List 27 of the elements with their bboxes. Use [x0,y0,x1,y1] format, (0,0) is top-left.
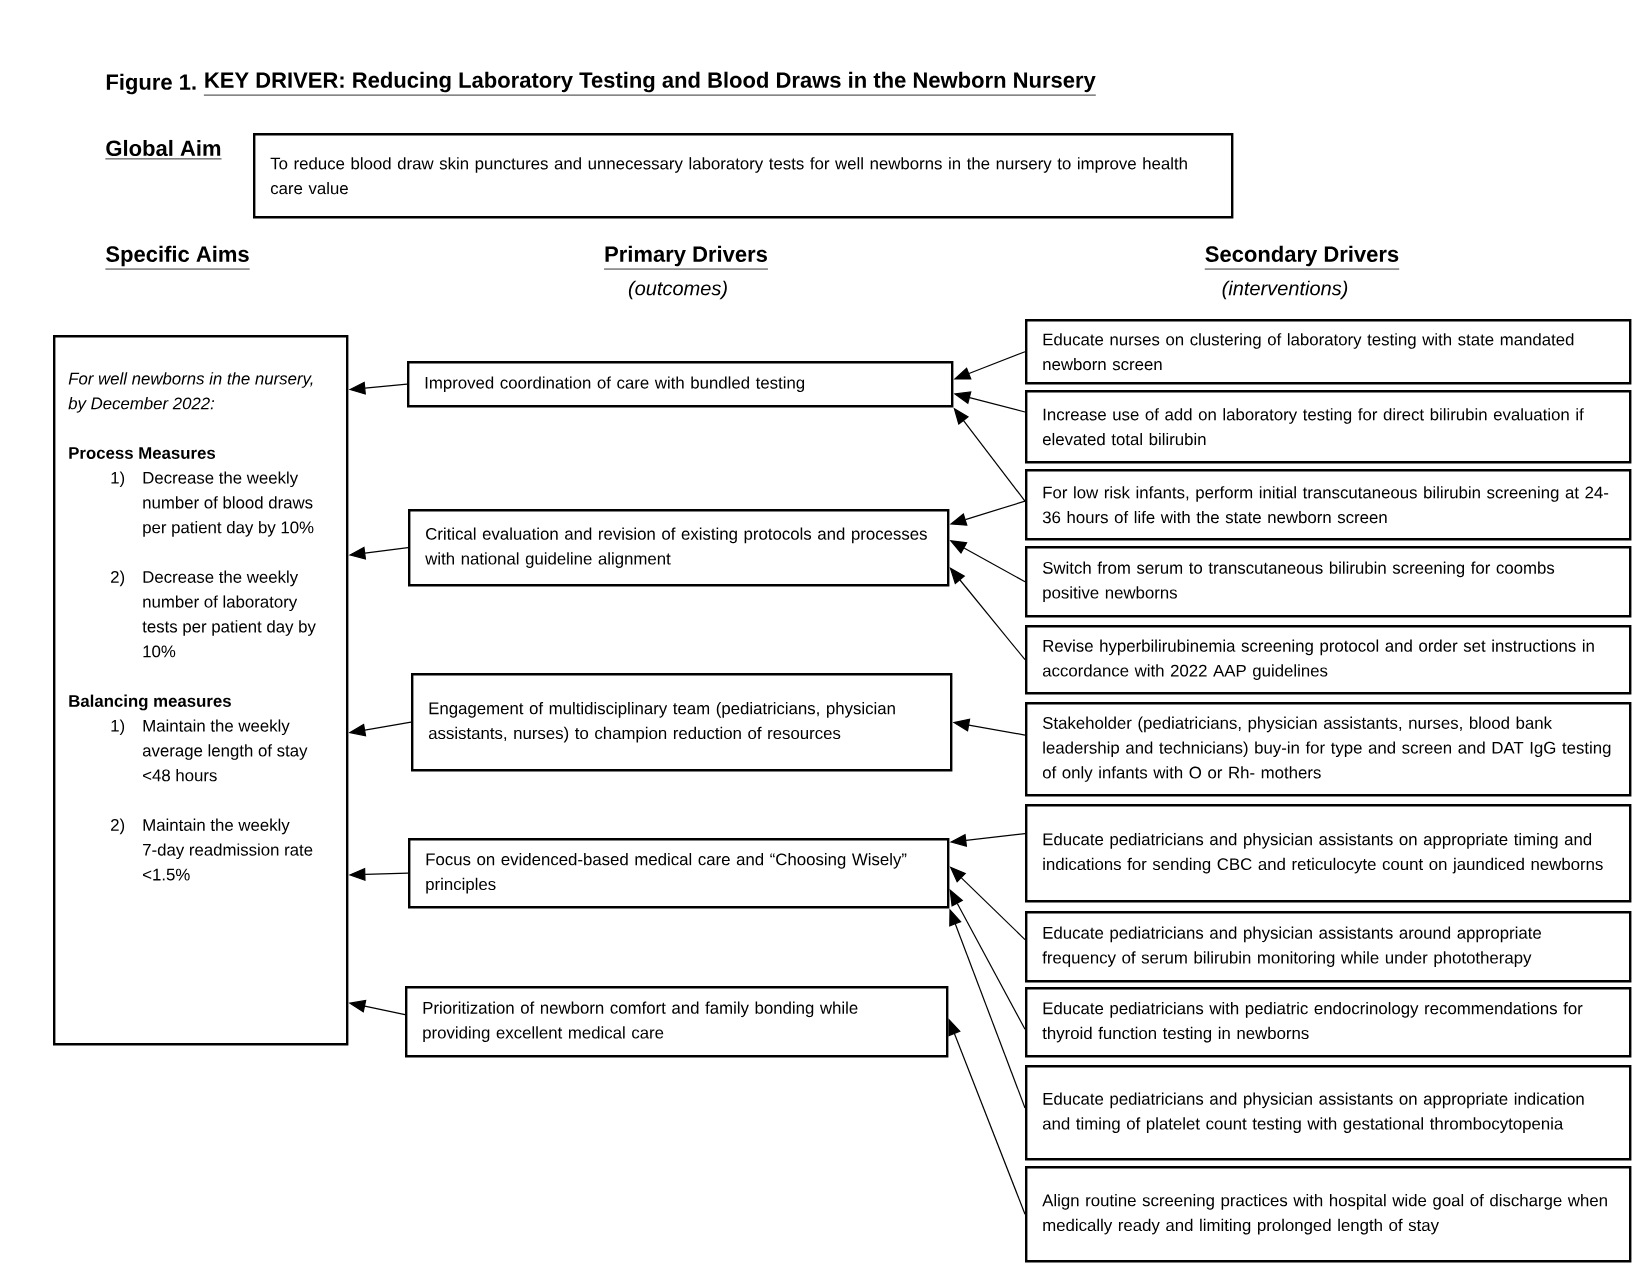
driver-box: Prioritization of newborn comfort and family bonding while providing excellent medical care [405,986,949,1058]
intervention-box: Increase use of add on laboratory testing for direct bilirubin evaluation if elevated total bilirubin [1025,390,1632,464]
aims-box: For well newborns in the nursery, by December 2022: Process Measures 1) Decrease the weekly number of blood draws per patient day by 10% 2) Decrease the weekly number of laboratory tests per patient day by 10% Balancing measures 1) Maintain the weekly average length of stay <48 hours 2) Maintain the weekly 7-day readmission rate <1.5% [53,335,349,1046]
intervention-box: Educate pediatricians and physician assistants on appropriate indication and timing of platelet count testing with gestational thrombocytopenia [1025,1065,1632,1161]
intervention-box: Switch from serum to transcutaneous bilirubin screening for coombs positive newborns [1025,546,1632,618]
driver-box: Focus on evidenced-based medical care and “Choosing Wisely” principles [408,838,950,909]
column-subheading: (outcomes) [628,280,727,300]
arrow [949,567,1026,661]
column-heading: Specific Aims [105,245,251,270]
aim-box: To reduce blood draw skin punctures and unnecessary laboratory tests for well newborns in the nursery to improve health care value [253,133,1234,219]
intervention-box: Stakeholder (pediatricians, physician assistants, nurses, blood bank leadership and technicians) buy-in for type and screen and DAT IgG testing of only infants with O or Rh- mothers [1025,702,1632,797]
figure-number: Figure 1. [106,73,196,95]
figure-title: KEY DRIVER: Reducing Laboratory Testing and Blood Draws in the Newborn Nursery [203,71,1097,96]
intervention-box: Align routine screening practices with hospital wide goal of discharge when medically ready and limiting prolonged length of stay [1025,1166,1632,1263]
driver-box: Critical evaluation and revision of existing protocols and processes with national guideline alignment [408,509,950,587]
column-heading: Global Aim [105,139,222,160]
intervention-box: Educate pediatricians and physician assistants on appropriate timing and indications for sending CBC and reticulocyte count on jaundiced newborns [1025,804,1632,903]
column-heading: Secondary Drivers [1204,245,1400,270]
driver-box: Improved coordination of care with bundled testing [407,361,954,408]
intervention-box: For low risk infants, perform initial transcutaneous bilirubin screening at 24-36 hours of life with the state newborn screen [1025,469,1632,541]
intervention-box: Educate pediatricians with pediatric endocrinology recommendations for thyroid function testing in newborns [1025,987,1632,1058]
intervention-box: Educate nurses on clustering of laboratory testing with state mandated newborn screen [1025,319,1632,385]
intervention-box: Educate pediatricians and physician assistants around appropriate frequency of serum bilirubin monitoring while under phototherapy [1025,911,1632,983]
column-heading: Primary Drivers [603,245,769,270]
intervention-box: Revise hyperbilirubinemia screening protocol and order set instructions in accordance with 2022 AAP guidelines [1025,625,1632,695]
driver-box: Engagement of multidisciplinary team (pediatricians, physician assistants, nurses) to champion reduction of resources [411,673,953,772]
column-subheading: (interventions) [1222,280,1348,300]
